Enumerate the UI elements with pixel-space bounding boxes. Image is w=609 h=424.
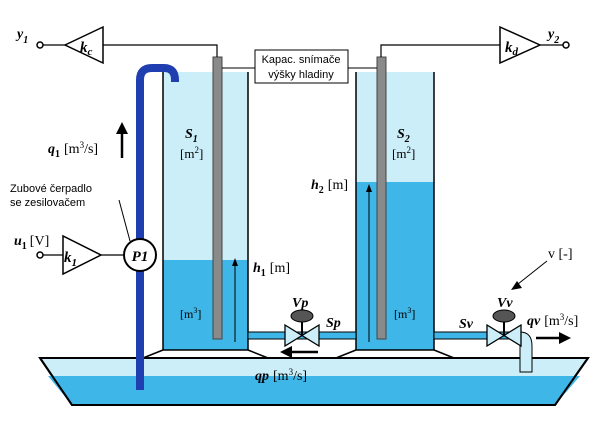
s1-label: S1 xyxy=(185,127,198,145)
v-label: v [-] xyxy=(548,247,573,262)
valve-vp xyxy=(284,309,320,348)
sv-label: Sv xyxy=(459,317,474,332)
y2-label: y2 xyxy=(546,27,559,46)
qp-label: qp[m3/s] xyxy=(255,367,307,384)
q1-arrow xyxy=(116,122,128,158)
bowtie-valve-icon xyxy=(284,323,304,348)
q1-label: q1[m3/s] xyxy=(48,140,98,160)
vv-label: Vv xyxy=(497,296,513,311)
level-sensor-2 xyxy=(376,56,387,340)
amplifier-k1 xyxy=(36,234,124,276)
pump-label: P1 xyxy=(132,249,149,265)
sensor-caption-line2: výšky hladiny xyxy=(268,69,334,81)
pump-p1: P1 xyxy=(123,238,157,272)
open-circle-terminal-icon xyxy=(36,41,44,49)
tank1-volume-unit: [m3] xyxy=(180,306,201,321)
pump-caption-line2: se zesilovačem xyxy=(10,197,85,209)
h2-label: h2[m] xyxy=(311,178,348,196)
open-circle-terminal-icon xyxy=(562,41,570,49)
tank-2 xyxy=(335,72,455,359)
kc-label: kc xyxy=(80,40,93,58)
triangle-amplifier-icon xyxy=(499,25,542,65)
open-circle-terminal-icon xyxy=(36,251,44,259)
vp-label: Vp xyxy=(292,296,308,311)
valve-vv xyxy=(486,309,522,348)
y1-label: y1 xyxy=(15,27,28,46)
sensor-caption: Kapac. snímače výšky hladiny xyxy=(222,49,377,84)
pump-pointer xyxy=(118,199,131,242)
kd-label: kd xyxy=(505,40,519,58)
s1-unit: [m2] xyxy=(180,145,203,161)
pump-pipe xyxy=(136,64,179,390)
qv-label: qv[m3/s] xyxy=(527,312,578,329)
u1-label: u1[V] xyxy=(14,234,49,252)
v-pointer-arrow xyxy=(511,260,548,290)
amplifier-kd xyxy=(380,25,570,65)
tank2-volume-unit: [m3] xyxy=(394,306,415,321)
k1-label: k1 xyxy=(64,250,77,269)
h1-label: h1[m] xyxy=(253,261,290,279)
sp-flow-arrow xyxy=(280,346,318,358)
level-sensor-1 xyxy=(212,56,223,340)
triangle-amplifier-icon xyxy=(62,234,103,276)
amplifier-kc xyxy=(36,25,218,65)
bowtie-valve-icon xyxy=(486,323,506,348)
basin xyxy=(38,357,590,406)
sp-label: Sp xyxy=(326,316,341,331)
pump-caption-line1: Zubové čerpadlo xyxy=(10,183,92,195)
tank-1 xyxy=(142,72,269,359)
s2-unit: [m2] xyxy=(392,145,415,161)
sensor-caption-line1: Kapac. snímače xyxy=(262,54,341,66)
qv-flow-arrow xyxy=(536,332,571,344)
s2-label: S2 xyxy=(397,127,410,145)
